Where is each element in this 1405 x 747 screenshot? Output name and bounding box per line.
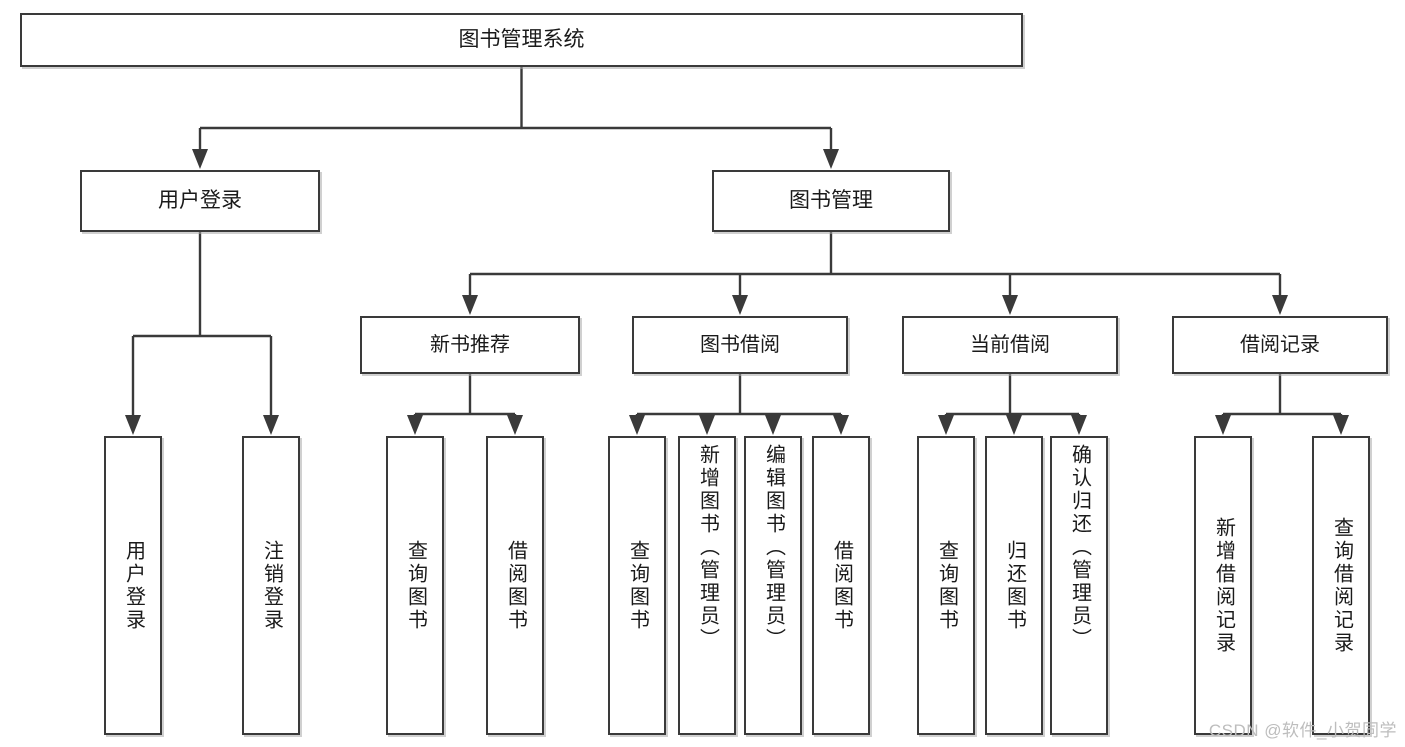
node-new-book-rec[interactable]: 新书推荐 (360, 316, 580, 374)
node-leaf-borrow-book-1-label: 借阅图书 (504, 539, 527, 632)
node-user-login-label: 用户登录 (158, 188, 242, 212)
node-leaf-return-book-label: 归还图书 (1003, 539, 1026, 632)
node-leaf-confirm-return[interactable]: 确认归还（管理员） (1050, 436, 1108, 735)
watermark-text: CSDN @软件_小贺同学 (1208, 721, 1397, 740)
node-user-login[interactable]: 用户登录 (80, 170, 320, 232)
node-leaf-query-book-3[interactable]: 查询图书 (917, 436, 975, 735)
node-leaf-query-book-2[interactable]: 查询图书 (608, 436, 666, 735)
node-book-manage[interactable]: 图书管理 (712, 170, 950, 232)
node-leaf-edit-book-label: 编辑图书（管理员） (762, 444, 785, 651)
node-leaf-borrow-book-2-label: 借阅图书 (830, 539, 853, 632)
node-book-manage-label: 图书管理 (789, 188, 873, 212)
node-borrow-record[interactable]: 借阅记录 (1172, 316, 1388, 374)
node-borrow-record-label: 借阅记录 (1240, 333, 1320, 356)
node-leaf-add-book-label: 新增图书（管理员） (696, 444, 719, 651)
node-leaf-borrow-book-2[interactable]: 借阅图书 (812, 436, 870, 735)
node-root-label: 图书管理系统 (458, 27, 585, 51)
node-leaf-return-book[interactable]: 归还图书 (985, 436, 1043, 735)
node-leaf-query-record-label: 查询借阅记录 (1330, 516, 1353, 655)
node-book-borrow[interactable]: 图书借阅 (632, 316, 848, 374)
node-leaf-query-record[interactable]: 查询借阅记录 (1312, 436, 1370, 735)
node-leaf-user-login-label: 用户登录 (122, 539, 145, 632)
node-book-borrow-label: 图书借阅 (700, 333, 780, 356)
node-leaf-query-book-1-label: 查询图书 (404, 539, 427, 632)
node-leaf-query-book-3-label: 查询图书 (935, 539, 958, 632)
node-leaf-edit-book[interactable]: 编辑图书（管理员） (744, 436, 802, 735)
node-leaf-add-book[interactable]: 新增图书（管理员） (678, 436, 736, 735)
node-leaf-confirm-return-label: 确认归还（管理员） (1068, 444, 1091, 651)
node-leaf-user-logout[interactable]: 注销登录 (242, 436, 300, 735)
node-leaf-query-book-1[interactable]: 查询图书 (386, 436, 444, 735)
node-current-borrow[interactable]: 当前借阅 (902, 316, 1118, 374)
node-leaf-user-logout-label: 注销登录 (260, 539, 283, 632)
node-leaf-add-record[interactable]: 新增借阅记录 (1194, 436, 1252, 735)
node-leaf-user-login[interactable]: 用户登录 (104, 436, 162, 735)
node-leaf-query-book-2-label: 查询图书 (626, 539, 649, 632)
node-leaf-borrow-book-1[interactable]: 借阅图书 (486, 436, 544, 735)
node-leaf-add-record-label: 新增借阅记录 (1212, 516, 1235, 655)
node-new-book-rec-label: 新书推荐 (430, 333, 510, 356)
node-root[interactable]: 图书管理系统 (20, 13, 1023, 67)
node-current-borrow-label: 当前借阅 (970, 333, 1050, 356)
